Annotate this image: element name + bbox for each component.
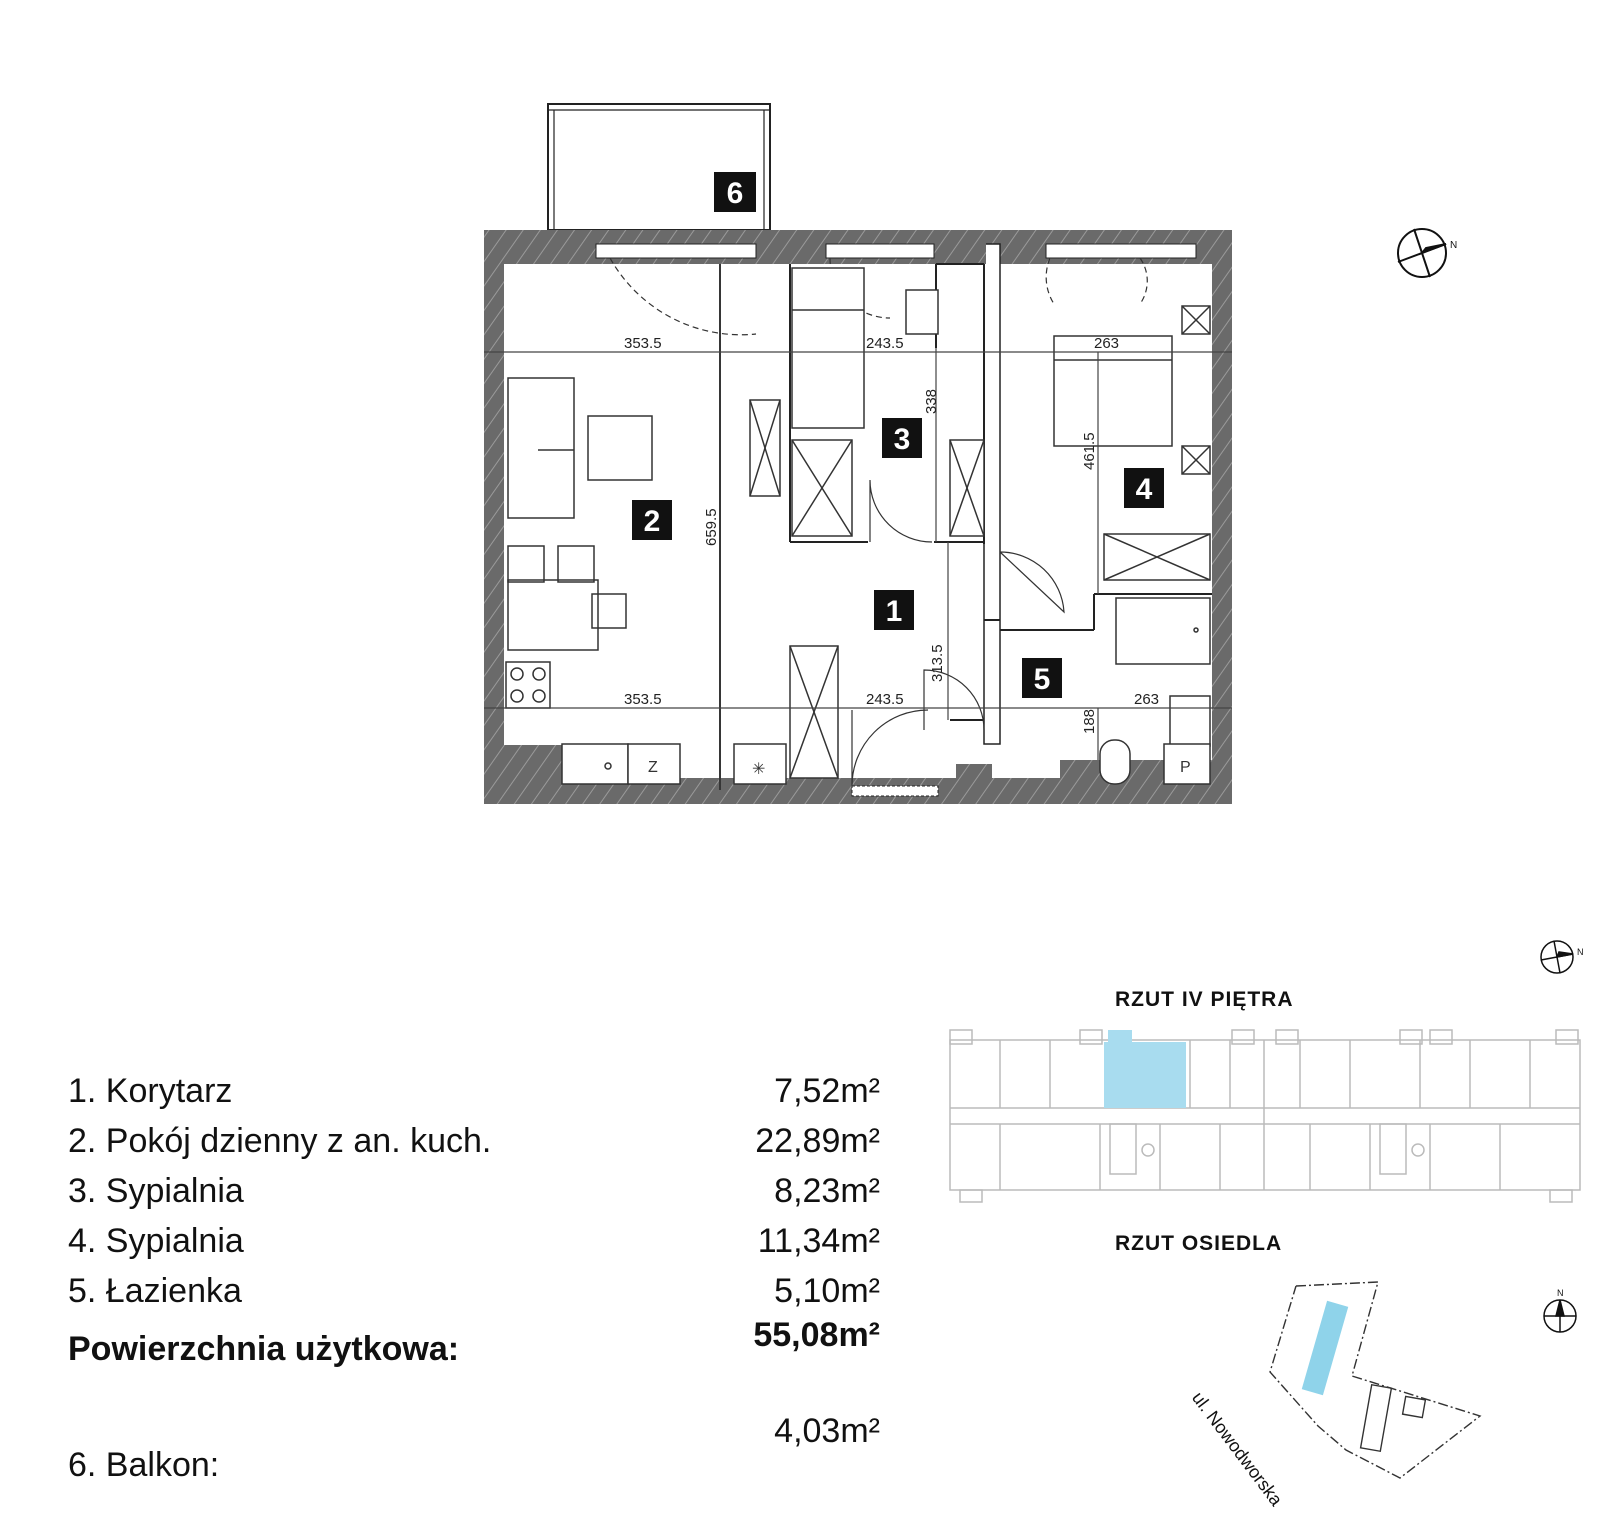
total-area-row: Powierzchnia użytkowa: 55,08m² — [68, 1316, 880, 1368]
room-label: 1. Korytarz — [68, 1072, 233, 1110]
dim-top-mid: 243.5 — [866, 335, 904, 352]
balcony-label: 6. Balkon: — [68, 1446, 220, 1484]
site-plan — [1269, 1281, 1482, 1479]
room-badge-2: 2 — [632, 500, 672, 540]
furniture — [505, 267, 1211, 785]
balcony-area: 4,03m² — [774, 1412, 880, 1450]
balcony-row: 6. Balkon: 4,03m² — [68, 1412, 880, 1492]
room-area: 7,52m² — [774, 1072, 880, 1110]
room-number-5: 5 — [1034, 663, 1051, 696]
list-item: 5. Łazienka 5,10m² — [68, 1272, 880, 1318]
total-area-value: 55,08m² — [753, 1316, 880, 1354]
room-number-4: 4 — [1136, 473, 1153, 506]
room-badge-1: 1 — [874, 590, 914, 630]
room-area: 22,89m² — [755, 1122, 880, 1160]
site-plan-caption: RZUT OSIEDLA — [1115, 1232, 1283, 1255]
compass-site-icon — [1543, 1299, 1577, 1333]
room-badges: 1 2 3 4 5 6 — [632, 172, 1164, 698]
dim-height-room3: 338 — [923, 389, 940, 414]
room-number-6: 6 — [727, 177, 744, 210]
compass-icon — [1397, 228, 1447, 278]
list-item: 3. Sypialnia 8,23m² — [68, 1172, 880, 1218]
compass-floor-north-label: N — [1577, 947, 1584, 957]
dim-bottom-right: 263 — [1134, 691, 1159, 708]
dim-height-hall: 313.5 — [929, 644, 946, 682]
site-buildings — [1359, 1383, 1427, 1453]
room-area: 11,34m² — [757, 1222, 880, 1260]
room-number-2: 2 — [644, 505, 661, 538]
washer-label: P — [1180, 759, 1191, 776]
list-item: 4. Sypialnia 11,34m² — [68, 1222, 880, 1268]
room-label: 5. Łazienka — [68, 1272, 242, 1310]
room-label: 4. Sypialnia — [68, 1222, 244, 1260]
dimension-labels: 353.5 243.5 263 353.5 243.5 263 659.5 33… — [624, 335, 1159, 734]
list-item: 2. Pokój dzienny z an. kuch. 22,89m² — [68, 1122, 880, 1168]
room-badge-5: 5 — [1022, 658, 1062, 698]
room-area: 5,10m² — [774, 1272, 880, 1310]
dim-bottom-left: 353.5 — [624, 691, 662, 708]
list-item: 1. Korytarz 7,52m² — [68, 1072, 880, 1118]
room-badge-6: 6 — [714, 172, 756, 212]
dim-top-right: 263 — [1094, 335, 1119, 352]
dim-height-room4: 461.5 — [1081, 432, 1098, 470]
room-number-3: 3 — [894, 423, 911, 456]
dimension-lines — [484, 264, 1232, 790]
room-badge-3: 3 — [882, 418, 922, 458]
compass-floor-icon — [1540, 940, 1574, 974]
compass-site-north-label: N — [1557, 1288, 1564, 1298]
room-area: 8,23m² — [774, 1172, 880, 1210]
building-floor-plan — [949, 1029, 1581, 1203]
fridge-label: Z — [648, 759, 658, 776]
site-highlight — [1301, 1300, 1349, 1396]
total-area-label: Powierzchnia użytkowa: — [68, 1330, 460, 1368]
star-icon: ✳ — [752, 761, 765, 778]
dim-height-left: 659.5 — [703, 508, 720, 546]
room-number-1: 1 — [886, 595, 903, 628]
dim-top-left: 353.5 — [624, 335, 662, 352]
room-label: 2. Pokój dzienny z an. kuch. — [68, 1122, 492, 1160]
dim-height-bath: 188 — [1081, 709, 1098, 734]
floor-plan-caption: RZUT IV PIĘTRA — [1115, 988, 1294, 1011]
compass-north-label: N — [1450, 240, 1457, 251]
room-label: 3. Sypialnia — [68, 1172, 244, 1210]
room-badge-4: 4 — [1124, 468, 1164, 508]
balcony — [547, 103, 771, 231]
appliance-labels: Z P — [648, 759, 1191, 776]
dim-bottom-mid: 243.5 — [866, 691, 904, 708]
apartment-highlight — [1104, 1030, 1186, 1108]
